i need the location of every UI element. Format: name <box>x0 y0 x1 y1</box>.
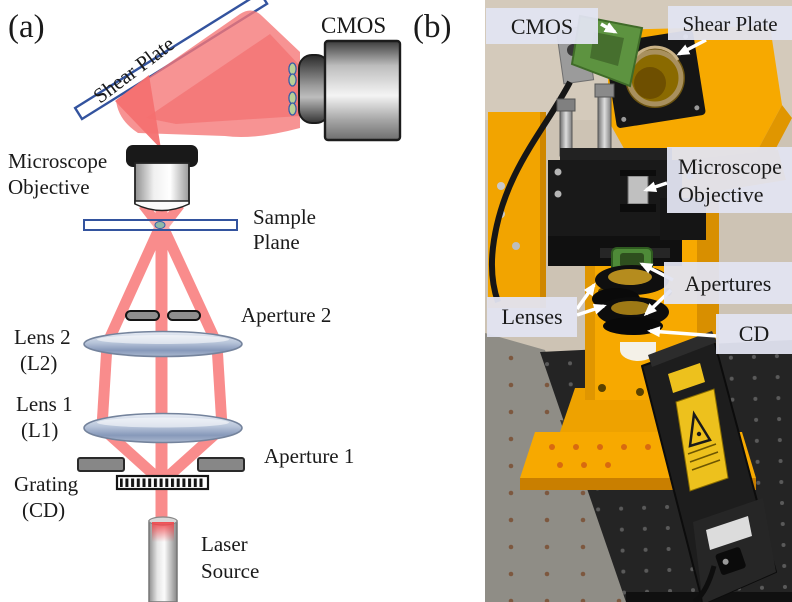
arrow-lenses-2 <box>576 303 607 317</box>
photo-cable <box>488 80 573 303</box>
label-laser-a2: Source <box>201 559 259 583</box>
photo-laser <box>641 331 777 602</box>
beam-cone-to-cmos <box>115 10 300 149</box>
aperture2-diagram <box>125 310 201 321</box>
label-sample-a2: Plane <box>253 230 300 254</box>
laser-source-diagram <box>148 516 178 602</box>
label-cmos-a: CMOS <box>321 13 386 38</box>
aperture1-diagram <box>77 457 245 472</box>
arrow-cmos <box>600 22 618 34</box>
lens2-diagram <box>83 330 243 358</box>
panel-b-tag: (b) <box>413 9 451 45</box>
microscope-objective-diagram <box>126 145 198 212</box>
lens1-diagram <box>83 412 243 444</box>
label-aperture1-a: Aperture 1 <box>264 444 354 468</box>
label-lens2-a2: (L2) <box>20 351 57 375</box>
photo-side-panel <box>488 112 546 308</box>
interference-spots <box>288 62 297 116</box>
label-box-shear-plate-b: Shear Plate <box>668 6 792 40</box>
label-microscope-b2: Objective <box>678 182 764 207</box>
label-box-cmos-b: CMOS <box>486 8 598 44</box>
arrow-microscope-objective <box>643 181 668 193</box>
panel-a-tag: (a) <box>8 9 45 45</box>
sample-plane-diagram <box>83 219 238 231</box>
label-box-microscope-b: Microscope Objective <box>667 147 792 213</box>
photo-light-spot <box>620 342 656 361</box>
label-laser-a1: Laser <box>201 532 248 556</box>
label-cmos-b: CMOS <box>511 14 573 39</box>
label-lenses-b: Lenses <box>501 304 562 329</box>
arrow-shear-plate <box>676 38 707 56</box>
panel-b-photo: CMOS Shear Plate Microscope Objective Ap… <box>485 0 792 602</box>
label-microscope-a2: Objective <box>8 175 90 199</box>
photo-micrometers <box>556 83 615 157</box>
label-grating-a2: (CD) <box>22 498 65 522</box>
label-aperture2-a: Aperture 2 <box>241 303 331 327</box>
label-sample-a1: Sample <box>253 205 316 229</box>
label-cd-b: CD <box>739 321 770 346</box>
label-microscope-a1: Microscope <box>8 149 107 173</box>
grating-diagram <box>115 474 210 491</box>
cmos-camera-diagram <box>288 39 402 142</box>
label-box-lenses-b: Lenses <box>487 297 577 337</box>
panel-a-schematic: (a) <box>8 0 402 602</box>
label-shear-plate-b: Shear Plate <box>682 12 777 36</box>
label-lens2-a1: Lens 2 <box>14 325 71 349</box>
label-microscope-b1: Microscope <box>678 154 782 179</box>
label-grating-a1: Grating <box>14 472 79 496</box>
arrow-lenses-1 <box>575 282 596 311</box>
label-lens1-a2: (L1) <box>21 418 58 442</box>
label-lens1-a1: Lens 1 <box>16 392 73 416</box>
label-apertures-b: Apertures <box>685 271 772 296</box>
photo-annotations: CMOS Shear Plate Microscope Objective Ap… <box>486 6 792 354</box>
arrow-cd <box>647 326 718 338</box>
label-box-cd-b: CD <box>716 314 792 354</box>
label-box-apertures-b: Apertures <box>664 262 792 304</box>
